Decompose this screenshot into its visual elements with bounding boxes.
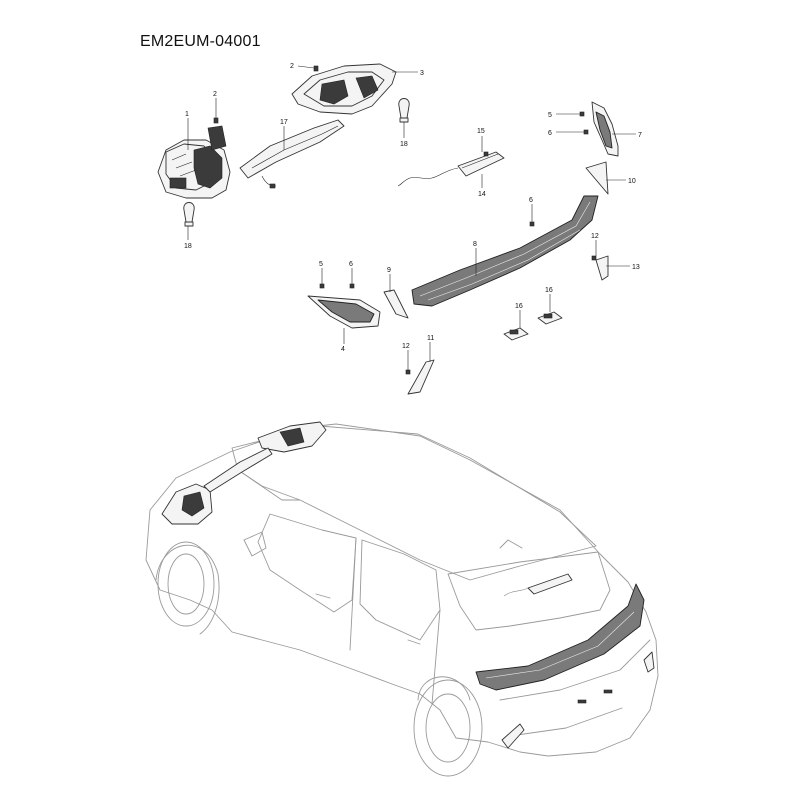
callout-18-left: 18 [184, 243, 192, 250]
part-bracket-9 [383, 289, 409, 319]
callout-labels: 1 2 2 3 4 5 5 6 6 6 7 8 9 10 11 12 12 13… [184, 63, 642, 353]
part-tailgate-light-bar-8 [411, 195, 599, 307]
callout-5-lower: 5 [319, 261, 323, 268]
callout-16-right: 16 [545, 287, 553, 294]
part-screw-2-left [213, 117, 219, 124]
callout-8: 8 [473, 241, 477, 248]
callout-6-bar: 6 [529, 197, 533, 204]
part-bulb-left [183, 202, 195, 227]
part-bracket-10 [585, 161, 609, 195]
callout-10: 10 [628, 178, 636, 185]
diagram-code: EM2EUM-04001 [140, 33, 261, 50]
leader-lines [187, 65, 636, 370]
callout-6-upper: 6 [548, 130, 552, 137]
callout-3: 3 [420, 70, 424, 77]
part-headlamp-left [157, 125, 231, 199]
part-rear-lamp-upper-7 [579, 101, 619, 157]
callout-11: 11 [427, 335, 434, 342]
callout-17: 17 [280, 119, 288, 126]
callout-18-right: 18 [400, 141, 408, 148]
callout-2-right: 2 [290, 63, 294, 70]
part-reflector-13 [591, 255, 609, 281]
callout-2-left: 2 [213, 91, 217, 98]
callout-16-left: 16 [515, 303, 523, 310]
callout-9: 9 [387, 267, 391, 274]
part-rear-lamp-left-4 [307, 283, 381, 329]
callout-15: 15 [477, 128, 485, 135]
callout-12-right: 12 [591, 233, 599, 240]
part-light-strip-17 [239, 119, 345, 189]
callout-14: 14 [478, 191, 486, 198]
part-bulb-right [398, 98, 410, 123]
callout-12-left: 12 [402, 343, 410, 350]
callout-6-lower: 6 [349, 261, 353, 268]
callout-1: 1 [185, 111, 189, 118]
part-clip-6-bar [529, 221, 535, 227]
callout-7: 7 [638, 132, 642, 139]
part-stop-lamp-14 [397, 151, 505, 187]
callout-13: 13 [632, 264, 640, 271]
callout-5-upper: 5 [548, 112, 552, 119]
part-headlamp-right [291, 63, 397, 115]
installed-parts [161, 421, 655, 749]
part-reflector-11 [405, 359, 435, 395]
callout-4: 4 [341, 346, 345, 353]
part-licence-lamp-16a [503, 327, 529, 341]
part-licence-lamp-16b [537, 311, 563, 325]
